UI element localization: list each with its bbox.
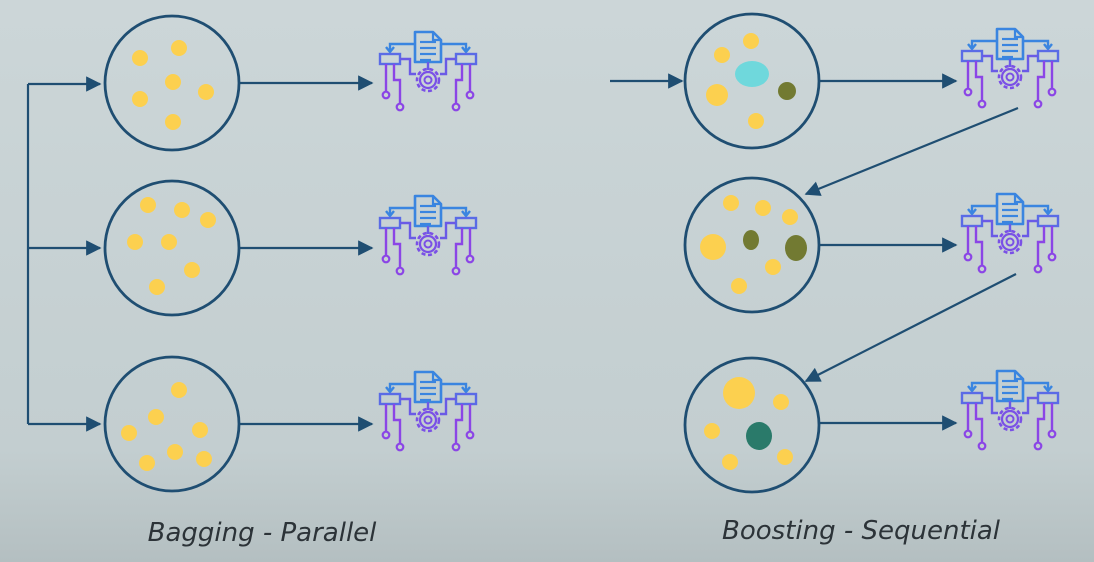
data-point [165, 74, 181, 90]
model-icon [960, 192, 1060, 274]
boosting-caption: Boosting - Sequential [721, 516, 1001, 546]
weighted-sample-circle [683, 176, 821, 314]
model-icon [378, 30, 478, 112]
boosting-subset-2 [683, 176, 821, 314]
data-point [755, 200, 771, 216]
bagging-connectors [26, 76, 102, 432]
data-point [192, 422, 208, 438]
boosting-model-arrows [804, 73, 1019, 431]
model-icon [960, 369, 1060, 451]
misclassified-point [746, 422, 772, 450]
data-point [723, 377, 755, 409]
sequential-feedback-arrow [804, 273, 1017, 382]
bootstrap-sample-circle [103, 14, 241, 152]
data-point [184, 262, 200, 278]
data-point [704, 423, 720, 439]
sequential-feedback-arrow [804, 106, 1019, 196]
data-point [722, 454, 738, 470]
data-point [139, 455, 155, 471]
data-point [174, 202, 190, 218]
data-point [731, 278, 747, 294]
bootstrap-sample-circle [103, 179, 241, 317]
data-point [743, 33, 759, 49]
misclassified-point [743, 230, 759, 250]
data-point [706, 84, 728, 106]
data-point [132, 50, 148, 66]
weighted-sample-circle [683, 356, 821, 494]
data-point [748, 113, 764, 129]
data-point [765, 259, 781, 275]
boosting-subset-3 [683, 356, 821, 494]
bagging-caption: Bagging - Parallel [147, 518, 377, 548]
data-point [777, 449, 793, 465]
boosting-subset-1 [683, 12, 821, 150]
data-point [714, 47, 730, 63]
misclassified-point [785, 235, 807, 261]
weighted-sample-circle [683, 12, 821, 150]
data-point [171, 40, 187, 56]
bagging-model-arrows [240, 75, 374, 432]
data-point [700, 234, 726, 260]
bagging-subset-2 [103, 179, 241, 317]
misclassified-point [778, 82, 796, 100]
data-point [773, 394, 789, 410]
data-point [148, 409, 164, 425]
data-point [171, 382, 187, 398]
data-point [121, 425, 137, 441]
data-point [140, 197, 156, 213]
misclassified-point [735, 61, 769, 87]
data-point [149, 279, 165, 295]
data-point [165, 114, 181, 130]
model-icon [960, 27, 1060, 109]
data-point [723, 195, 739, 211]
data-point [127, 234, 143, 250]
data-point [167, 444, 183, 460]
model-icon [378, 194, 478, 276]
model-icon [378, 370, 478, 452]
bagging-subset-3 [103, 355, 241, 493]
data-point [198, 84, 214, 100]
data-point [161, 234, 177, 250]
data-point [200, 212, 216, 228]
data-point [782, 209, 798, 225]
bagging-subset-1 [103, 14, 241, 152]
data-point [132, 91, 148, 107]
data-point [196, 451, 212, 467]
bootstrap-sample-circle [103, 355, 241, 493]
